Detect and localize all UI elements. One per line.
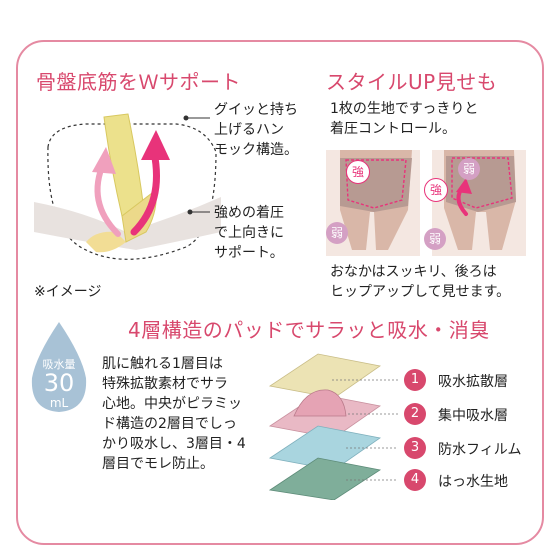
section2-title: スタイルUP見せも bbox=[326, 70, 498, 94]
pad-layer-diagram bbox=[268, 353, 398, 500]
badge-weak-bottom: 弱 bbox=[424, 228, 446, 250]
callout-pressure: 強めの着圧 で上向きに サポート。 bbox=[214, 203, 284, 263]
section3-desc: 肌に触れる1層目は 特殊拡散素材でサラ 心地。中央がピラミッ ド構造の2層目でし… bbox=[102, 354, 246, 474]
section3-title: 4層構造のパッドでサラッと吸水・消臭 bbox=[128, 318, 490, 342]
section1-title: 骨盤底筋をＷサポート bbox=[36, 70, 241, 94]
desc-line: 特殊拡散素材でサラ bbox=[102, 376, 228, 392]
layer-number: 1 bbox=[404, 369, 426, 391]
section2-caption: おなかはスッキリ、後ろは ヒップアップして見せます。 bbox=[330, 262, 510, 302]
layer-label: 吸水拡散層 bbox=[438, 374, 508, 390]
section2-desc: 1枚の生地ですっきりと 着圧コントロール。 bbox=[330, 99, 478, 139]
callout-line: サポート。 bbox=[214, 245, 284, 261]
drop-value: 30 bbox=[43, 369, 75, 397]
desc-line: 層目でモレ防止。 bbox=[102, 456, 214, 472]
desc-line: かり吸水し、3層目・4 bbox=[102, 436, 246, 452]
image-note: ※イメージ bbox=[34, 284, 102, 300]
callout-line: 上げるハン bbox=[214, 122, 284, 138]
badge-weak-left: 弱 bbox=[326, 222, 348, 244]
callout-leader-lines bbox=[183, 115, 210, 215]
hammock-illustration bbox=[34, 113, 221, 260]
layer-number: 4 bbox=[404, 469, 426, 491]
drop-label: 吸水量 bbox=[42, 358, 76, 371]
badge-weak-top: 弱 bbox=[458, 158, 480, 180]
caption-line: おなかはスッキリ、後ろは bbox=[330, 264, 497, 280]
layer-label: 集中吸水層 bbox=[438, 408, 508, 424]
caption-line: ヒップアップして見せます。 bbox=[330, 284, 511, 300]
badge-strong-right: 強 bbox=[424, 178, 448, 202]
callout-line: 強めの着圧 bbox=[214, 205, 284, 221]
desc-line: 心地。中央がピラミッ bbox=[102, 396, 242, 412]
desc-line: 1枚の生地ですっきりと bbox=[330, 101, 479, 117]
water-drop-icon bbox=[31, 322, 87, 412]
callout-line: グイッと持ち bbox=[214, 102, 298, 118]
badge-strong-left: 強 bbox=[346, 160, 370, 184]
callout-line: で上向きに bbox=[214, 225, 284, 241]
desc-line: 着圧コントロール。 bbox=[330, 121, 456, 137]
callout-hammock: グイッと持ち 上げるハン モック構造。 bbox=[214, 100, 298, 160]
drop-unit: mL bbox=[49, 396, 69, 410]
desc-line: 肌に触れる1層目は bbox=[102, 356, 223, 372]
layer-label: 防水フィルム bbox=[438, 442, 522, 458]
desc-line: ド構造の2層目でしっ bbox=[102, 416, 237, 432]
layer-number: 3 bbox=[404, 437, 426, 459]
callout-line: モック構造。 bbox=[214, 142, 298, 158]
layer-label: はっ水生地 bbox=[438, 474, 508, 490]
layer-number: 2 bbox=[404, 403, 426, 425]
